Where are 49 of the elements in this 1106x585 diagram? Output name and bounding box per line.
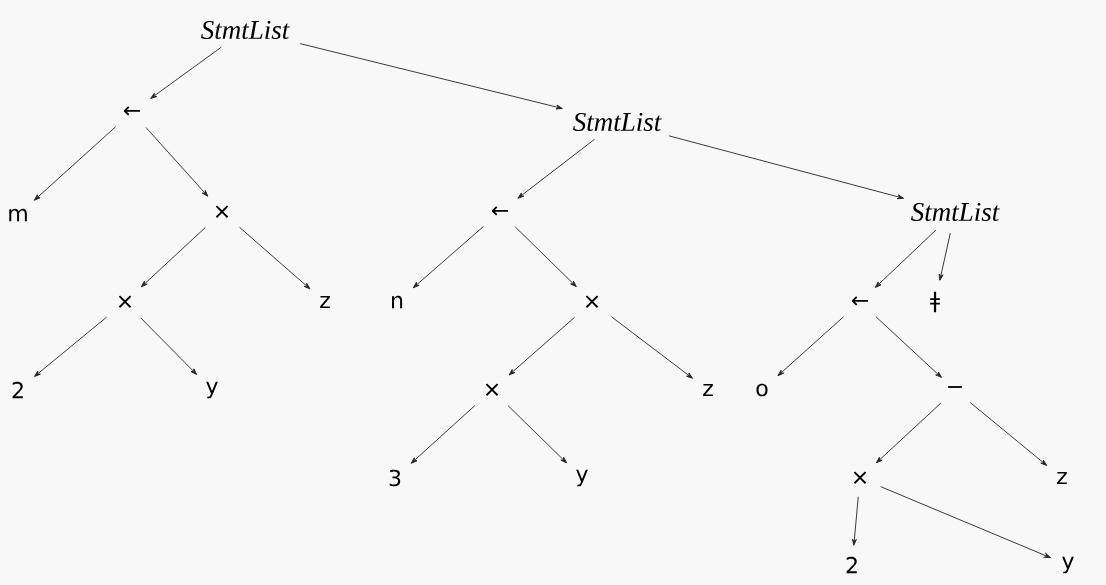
arrow xyxy=(874,229,937,288)
tree-symbol: ← xyxy=(123,106,140,116)
tree-symbol: o xyxy=(756,383,768,397)
tree-symbol: z xyxy=(703,384,713,396)
arrow xyxy=(239,226,311,290)
arrow xyxy=(668,135,905,200)
tree-symbol: z xyxy=(320,296,330,308)
tree-symbol: ← xyxy=(851,296,868,306)
tree-symbol: y xyxy=(1062,556,1074,574)
tree-symbol: z xyxy=(1057,472,1067,484)
arrow xyxy=(150,46,222,99)
tree-label: StmtList xyxy=(911,202,1000,222)
arrow xyxy=(145,127,209,197)
arrow xyxy=(969,402,1048,466)
tree-symbol: 2 xyxy=(12,381,23,399)
arrow xyxy=(410,405,476,464)
arrow xyxy=(875,316,942,378)
tree-symbol: n xyxy=(392,295,403,309)
arrow xyxy=(851,496,859,546)
arrow xyxy=(517,138,595,199)
tree-symbol: ǂ xyxy=(930,291,940,313)
tree-symbol: y xyxy=(576,469,588,487)
arrow xyxy=(34,316,108,377)
arrow xyxy=(880,486,1052,559)
tree-symbol: × xyxy=(118,295,132,308)
arrow xyxy=(140,227,206,288)
tree-symbol: 2 xyxy=(846,556,857,574)
arrow xyxy=(777,316,845,377)
arrow xyxy=(875,402,942,464)
tree-symbol: × xyxy=(853,471,867,484)
arrow xyxy=(33,126,117,201)
arrow xyxy=(140,317,198,375)
tree-symbol: ← xyxy=(491,206,508,216)
arrow xyxy=(514,226,577,288)
tree-symbol: × xyxy=(585,295,599,308)
arrow xyxy=(299,43,563,110)
arrow xyxy=(507,405,567,464)
tree-symbol: × xyxy=(485,383,499,396)
tree-label: StmtList xyxy=(201,20,290,40)
arrow xyxy=(610,316,693,379)
arrow xyxy=(412,226,484,289)
arrow xyxy=(938,232,951,281)
arrow xyxy=(508,316,575,376)
tree-symbol: × xyxy=(215,205,229,218)
tree-symbol: y xyxy=(206,381,218,399)
tree-label: StmtList xyxy=(573,112,662,132)
tree-symbol: m xyxy=(9,208,27,222)
tree-symbol: 3 xyxy=(389,469,401,487)
tree-symbol: − xyxy=(948,386,962,388)
